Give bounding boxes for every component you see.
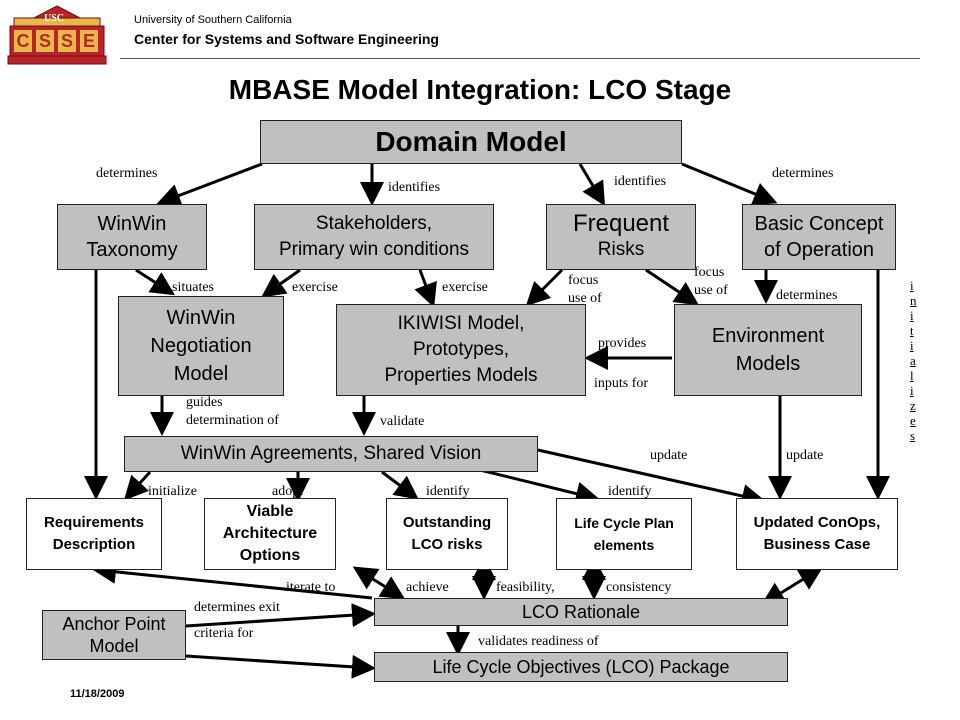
basic-concept-box: Basic Concept of Operation xyxy=(742,204,896,270)
lco-rationale-box: LCO Rationale xyxy=(374,598,788,626)
label-exercise-1: exercise xyxy=(292,280,338,295)
header-divider xyxy=(120,58,920,59)
anchor-point-label: Anchor Point Model xyxy=(62,614,166,656)
ikiwisi-box: IKIWISI Model, Prototypes, Properties Mo… xyxy=(336,304,586,396)
updated-conops-box: Updated ConOps, Business Case xyxy=(736,498,898,570)
life-cycle-plan-label: Life Cycle Plan elements xyxy=(574,515,674,553)
label-update-1: update xyxy=(650,448,688,463)
domain-model-box: Domain Model xyxy=(260,120,682,164)
label-situates: situates xyxy=(172,280,214,295)
center-name: Center for Systems and Software Engineer… xyxy=(134,31,439,47)
slide-title: MBASE Model Integration: LCO Stage xyxy=(228,74,732,105)
winwin-negotiation-box: WinWin Negotiation Model xyxy=(118,296,284,396)
label-feasibility: feasibility, xyxy=(496,580,555,595)
frequent-risks-sub: Risks xyxy=(597,239,645,260)
stakeholders-box: Stakeholders, Primary win conditions xyxy=(254,204,494,270)
university-name: University of Southern California xyxy=(134,14,292,26)
label-determines-right: determines xyxy=(772,166,834,181)
label-identify-2: identify xyxy=(608,484,652,499)
label-determines-exit: determines exit xyxy=(194,600,280,615)
anchor-point-box: Anchor Point Model xyxy=(42,610,186,660)
viable-architecture-label: Viable Architecture Options xyxy=(222,503,318,564)
logo-letter-e: E xyxy=(82,31,95,51)
label-initialize: initialize xyxy=(148,484,197,499)
label-consistency: consistency xyxy=(606,580,672,595)
label-initializes: i n i t i a l i z e s xyxy=(910,278,917,443)
footer-date: 11/18/2009 xyxy=(70,688,125,700)
label-adopt: adopt xyxy=(272,484,304,499)
updated-conops-label: Updated ConOps, Business Case xyxy=(753,514,881,553)
requirements-box: Requirements Description xyxy=(26,498,162,570)
ikiwisi-label: IKIWISI Model, Prototypes, Properties Mo… xyxy=(384,313,538,386)
logo-top-text: USC xyxy=(44,13,65,24)
label-validate: validate xyxy=(380,414,425,429)
logo-letter-c: C xyxy=(16,31,30,51)
frequent-risks-box: Frequent Risks xyxy=(546,204,696,270)
logo-graphic xyxy=(7,5,107,65)
label-identifies-mid: identifies xyxy=(388,180,441,195)
usc-csse-logo: USC C S S E xyxy=(6,4,108,68)
label-focus-use-1: focus use of xyxy=(568,273,602,306)
label-update-2: update xyxy=(786,448,824,463)
winwin-agreements-label: WinWin Agreements, Shared Vision xyxy=(180,443,482,464)
logo-letter-s2: S xyxy=(60,31,73,51)
label-identifies-right: identifies xyxy=(614,174,667,189)
label-validates-readiness: validates readiness of xyxy=(478,634,599,649)
label-focus-use-2: focus use of xyxy=(694,265,728,298)
winwin-taxonomy-label: WinWin Taxonomy xyxy=(86,213,178,261)
winwin-agreements-box: WinWin Agreements, Shared Vision xyxy=(124,436,538,472)
environment-models-box: Environment Models xyxy=(674,304,862,396)
label-identify-1: identify xyxy=(426,484,470,499)
environment-models-label: Environment Models xyxy=(711,325,825,375)
stakeholders-label: Stakeholders, Primary win conditions xyxy=(278,213,470,260)
winwin-taxonomy-box: WinWin Taxonomy xyxy=(57,204,207,270)
label-achieve: achieve xyxy=(406,580,449,595)
lco-package-box: Life Cycle Objectives (LCO) Package xyxy=(374,652,788,682)
winwin-negotiation-label: WinWin Negotiation Model xyxy=(150,307,252,385)
label-provides: provides xyxy=(598,336,647,351)
viable-architecture-box: Viable Architecture Options xyxy=(204,498,336,570)
lco-rationale-label: LCO Rationale xyxy=(521,601,641,622)
label-determines-left: determines xyxy=(96,166,158,181)
outstanding-risks-label: Outstanding LCO risks xyxy=(402,514,492,553)
label-guides: guides determination of xyxy=(186,395,279,428)
label-exercise-2: exercise xyxy=(442,280,488,295)
outstanding-risks-box: Outstanding LCO risks xyxy=(386,498,508,570)
requirements-label: Requirements Description xyxy=(43,514,145,553)
domain-model-label: Domain Model xyxy=(375,126,567,157)
lco-package-label: Life Cycle Objectives (LCO) Package xyxy=(432,656,730,677)
logo-letter-s1: S xyxy=(38,31,51,51)
basic-concept-label: Basic Concept of Operation xyxy=(754,213,884,261)
label-determines-env: determines xyxy=(776,288,838,303)
label-inputs-for: inputs for xyxy=(594,376,649,391)
frequent-risks-title: Frequent xyxy=(572,210,670,237)
life-cycle-plan-box: Life Cycle Plan elements xyxy=(556,498,692,570)
label-iterate-to: iterate to xyxy=(286,580,336,595)
label-criteria-for: criteria for xyxy=(194,626,254,641)
